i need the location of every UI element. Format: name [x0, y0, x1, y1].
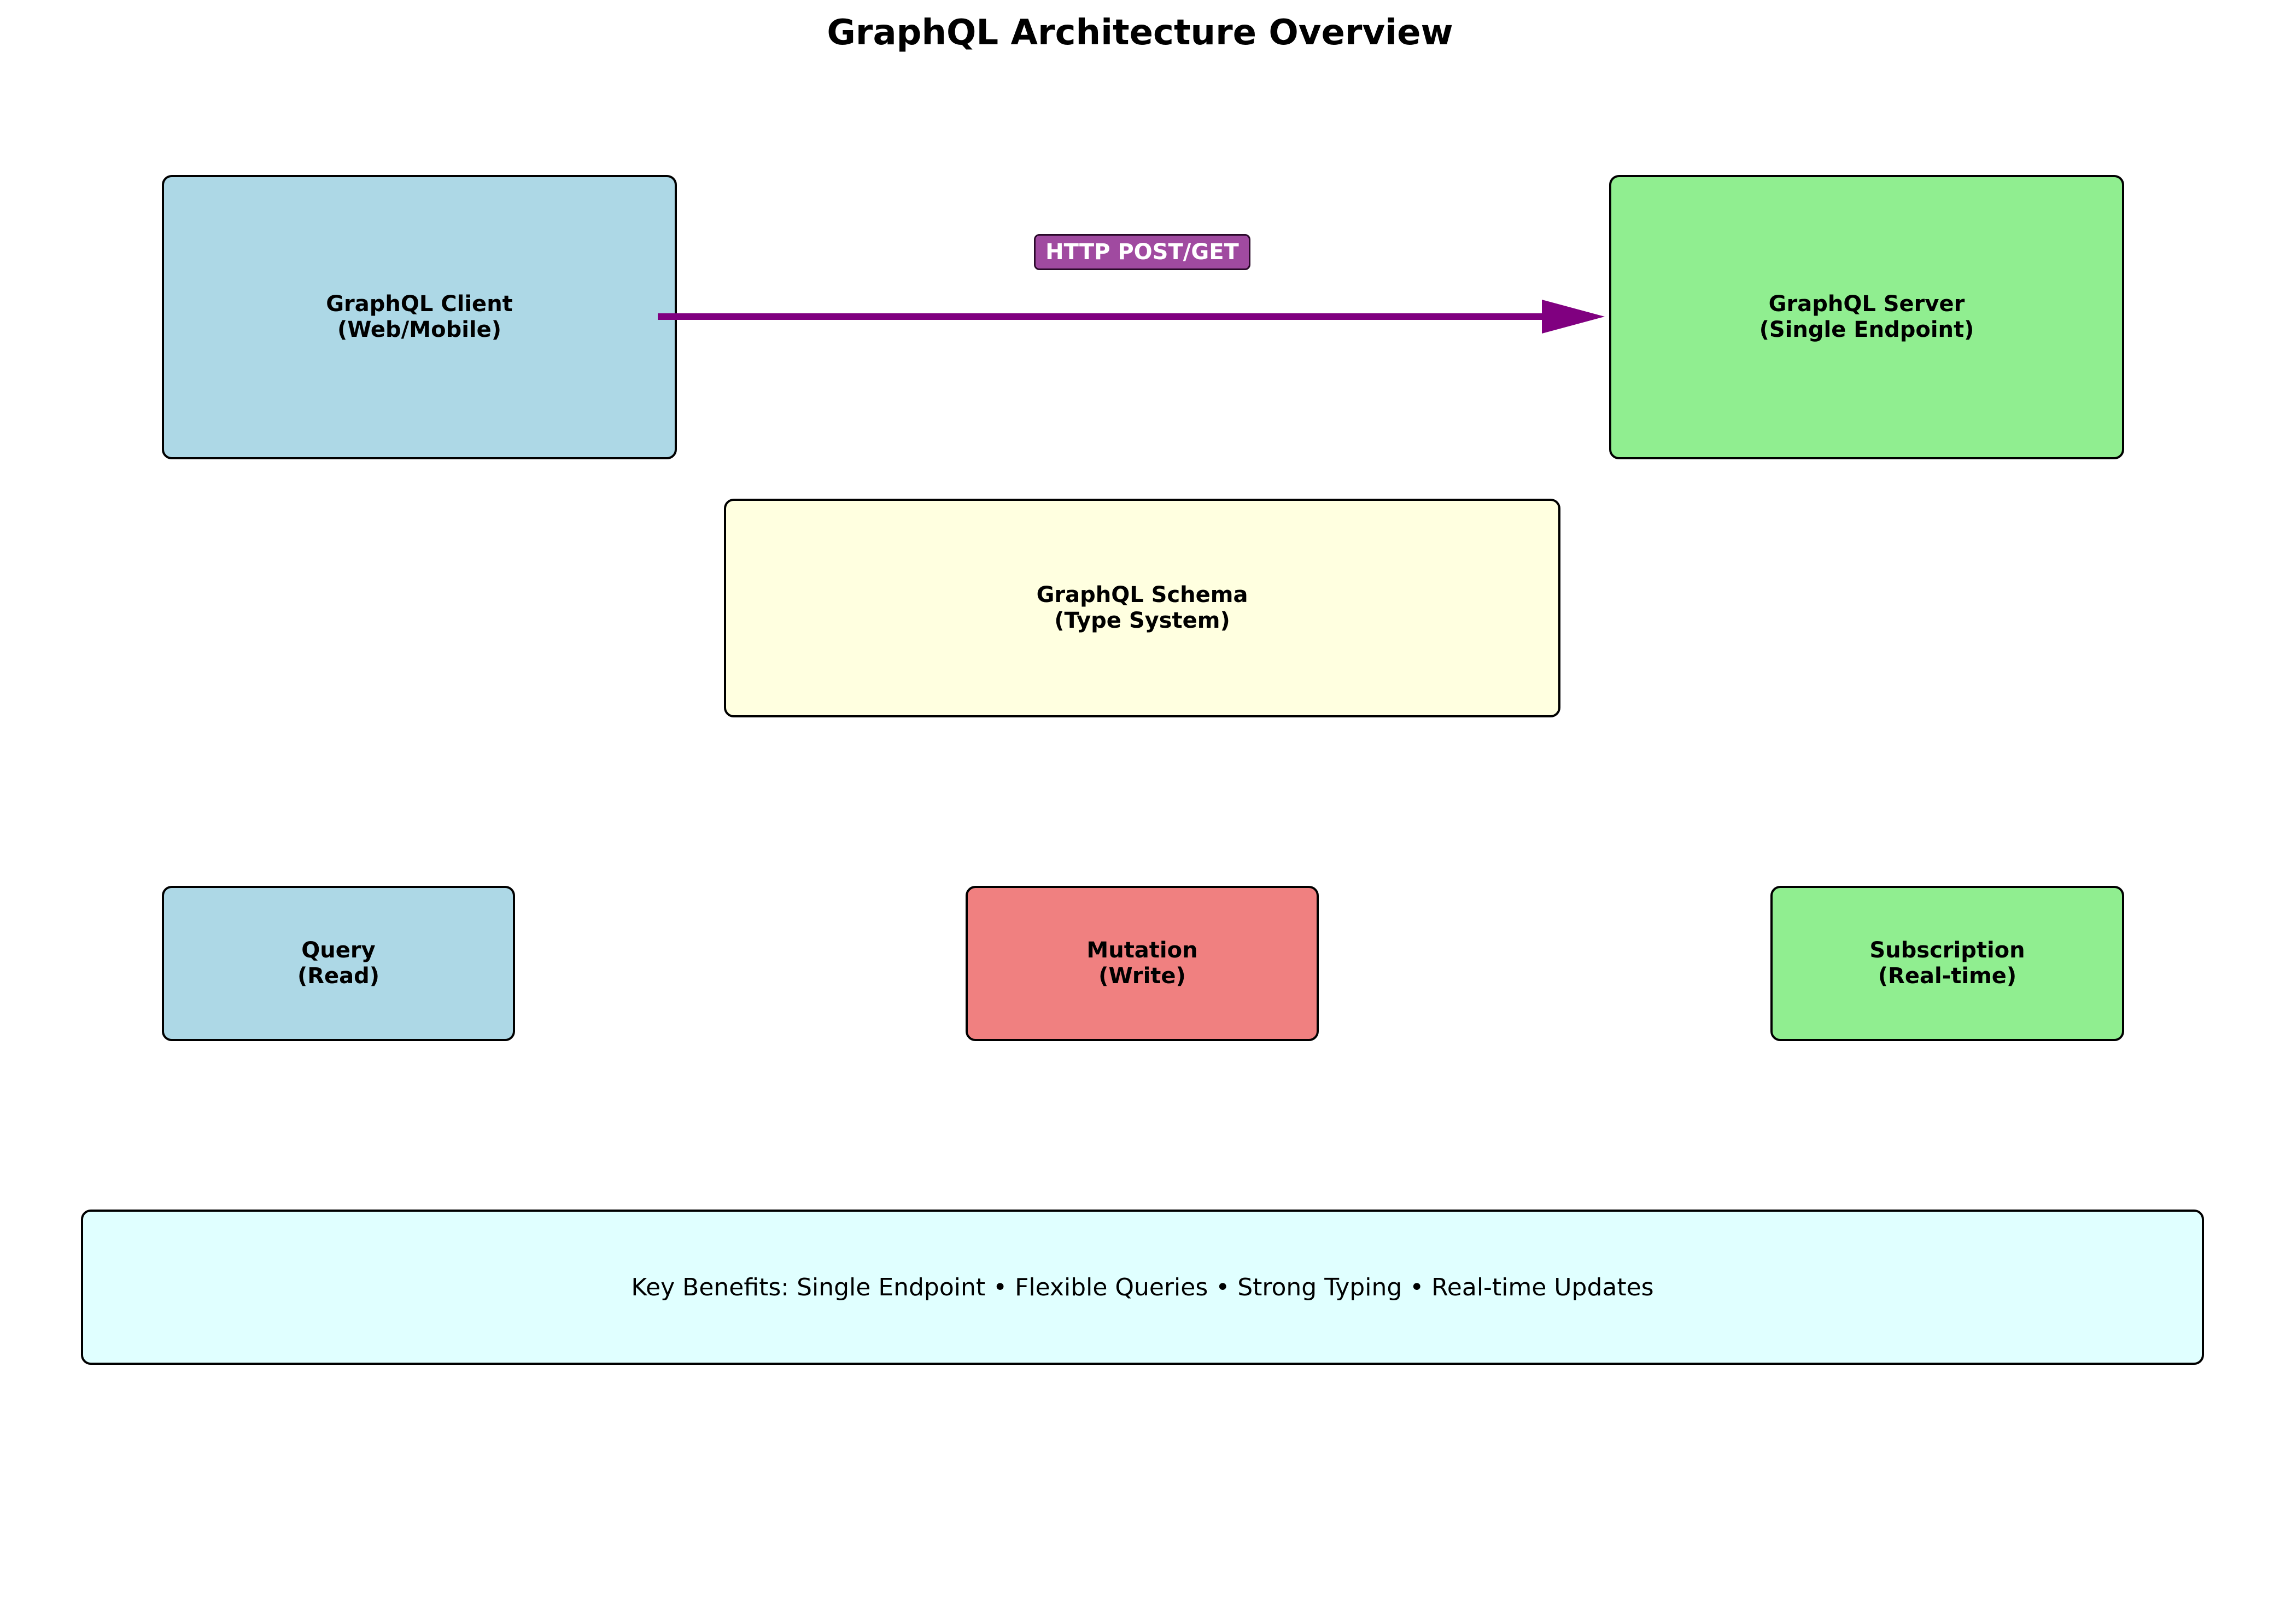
subscription-label: Subscription (Real-time) [1869, 938, 2025, 989]
graphql-server-node: GraphQL Server (Single Endpoint) [1609, 175, 2124, 459]
graphql-schema-node: GraphQL Schema (Type System) [724, 499, 1560, 717]
diagram-title: GraphQL Architecture Overview [827, 13, 1453, 53]
arrow-head [1542, 300, 1605, 334]
query-label: Query (Read) [297, 938, 380, 989]
http-post-get-label: HTTP POST/GET [1034, 234, 1250, 270]
key-benefits-text: Key Benefits: Single Endpoint • Flexible… [631, 1273, 1654, 1301]
mutation-label: Mutation (Write) [1086, 938, 1198, 989]
key-benefits-box: Key Benefits: Single Endpoint • Flexible… [81, 1210, 2204, 1365]
graphql-client-node: GraphQL Client (Web/Mobile) [162, 175, 677, 459]
graphql-server-label: GraphQL Server (Single Endpoint) [1759, 291, 1974, 342]
graphql-schema-label: GraphQL Schema (Type System) [1036, 582, 1248, 633]
query-node: Query (Read) [162, 886, 515, 1041]
subscription-node: Subscription (Real-time) [1770, 886, 2124, 1041]
mutation-node: Mutation (Write) [966, 886, 1319, 1041]
graphql-client-label: GraphQL Client (Web/Mobile) [326, 291, 513, 342]
